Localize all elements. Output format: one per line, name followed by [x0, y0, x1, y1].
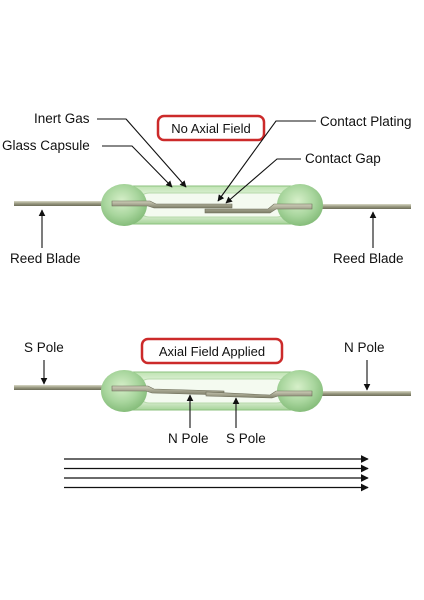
axial-field-applied-box: Axial Field Applied — [140, 337, 284, 365]
bottom-leader-lines — [40, 360, 371, 428]
right-reed-blade — [204, 203, 313, 214]
contact-plating-leader — [217, 120, 316, 202]
right-lead-wire — [308, 204, 411, 209]
left-lead-wire — [14, 201, 114, 206]
contact-gap-leader — [225, 158, 301, 204]
no-axial-field-box: No Axial Field — [156, 114, 266, 142]
contact-plating-label: Contact Plating — [320, 114, 412, 129]
right-reed-blade — [205, 390, 313, 399]
inert-gas-leader — [97, 118, 187, 188]
left-reed-blade — [111, 200, 233, 209]
no-axial-field-label: No Axial Field — [171, 121, 250, 136]
top-leader-lines — [38, 118, 377, 248]
magnetic-field-lines — [64, 455, 369, 492]
s-pole-outer-label: S Pole — [24, 340, 64, 355]
axial-field-applied-label: Axial Field Applied — [159, 344, 265, 359]
contact-gap-label: Contact Gap — [305, 151, 381, 166]
glass-capsule-label: Glass Capsule — [2, 138, 90, 153]
left-lead-wire — [14, 385, 114, 390]
inert-gas-label: Inert Gas — [34, 111, 90, 126]
bottom-reed-switch — [14, 370, 411, 412]
glass-capsule-leader — [102, 145, 173, 188]
top-reed-switch — [14, 184, 411, 226]
n-pole-outer-label: N Pole — [344, 340, 385, 355]
n-pole-inner-label: N Pole — [168, 431, 209, 446]
reed-blade-left-label: Reed Blade — [10, 251, 81, 266]
reed-blade-right-label: Reed Blade — [333, 251, 404, 266]
s-pole-inner-label: S Pole — [226, 431, 266, 446]
right-lead-wire — [308, 391, 411, 396]
